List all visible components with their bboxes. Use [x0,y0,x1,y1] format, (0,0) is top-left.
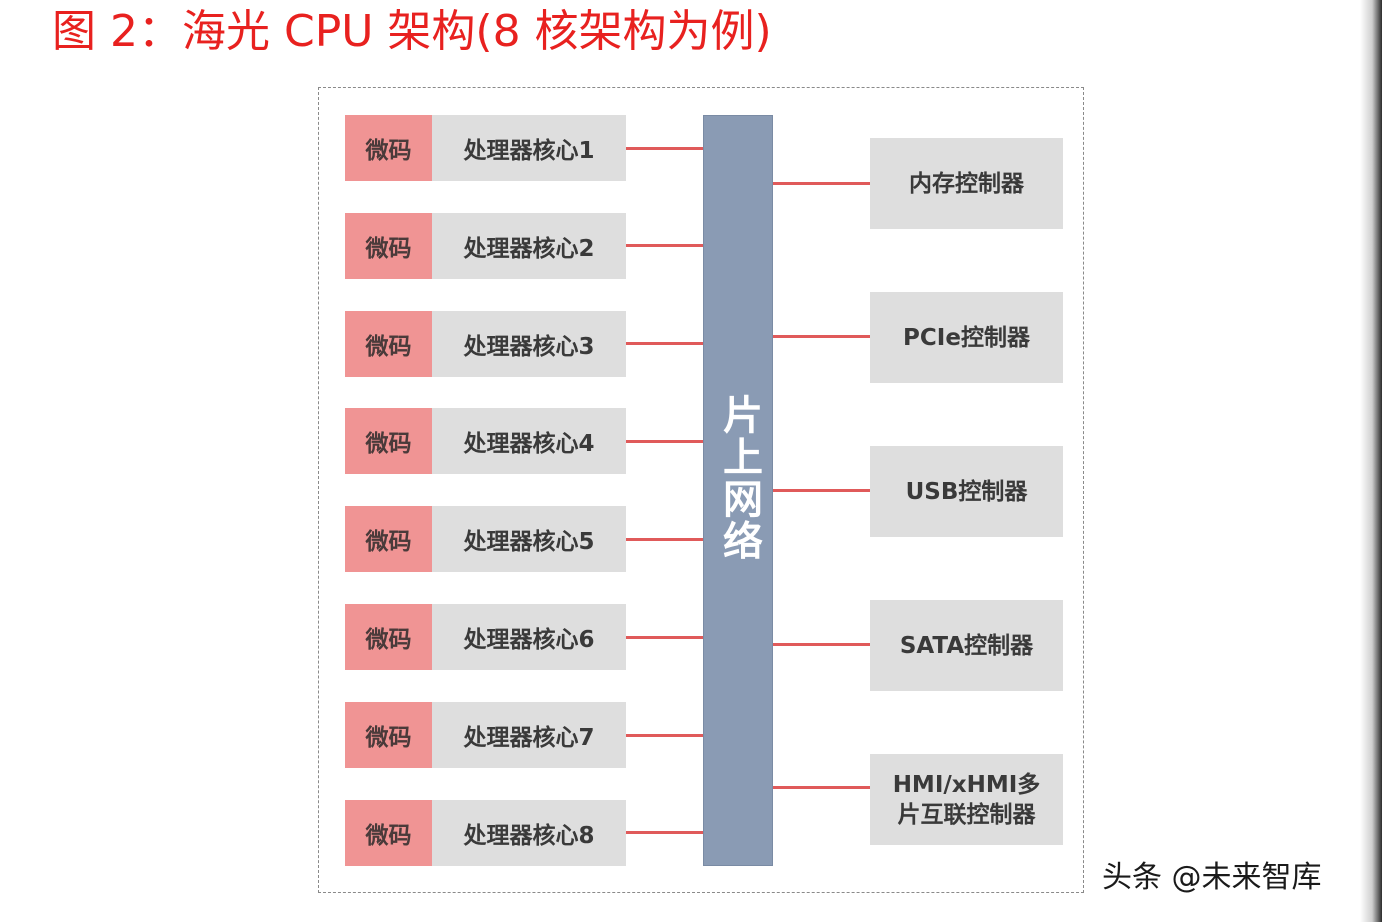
core-label: 处理器核心3 [432,311,626,377]
core-connector-2 [626,244,703,247]
figure-title: 图 2：海光 CPU 架构(8 核架构为例) [52,6,772,57]
core-connector-3 [626,342,703,345]
core-label: 处理器核心8 [432,800,626,866]
core-label: 处理器核心1 [432,115,626,181]
core-label: 处理器核心4 [432,408,626,474]
controller-connector-1 [773,182,870,185]
core-label: 处理器核心5 [432,506,626,572]
sata-controller-box: SATA控制器 [870,600,1063,691]
core-connector-8 [626,831,703,834]
core-connector-1 [626,147,703,150]
core-row-3: 微码 处理器核心3 [345,311,626,377]
core-row-2: 微码 处理器核心2 [345,213,626,279]
core-row-7: 微码 处理器核心7 [345,702,626,768]
controller-label: USB控制器 [905,478,1028,505]
network-on-chip-label: 片上网络 [716,394,762,562]
controller-label: PCIe控制器 [903,324,1030,351]
core-row-5: 微码 处理器核心5 [345,506,626,572]
core-label: 处理器核心6 [432,604,626,670]
core-connector-6 [626,636,703,639]
core-connector-4 [626,440,703,443]
interconnect-controller-box: HMI/xHMI多 片互联控制器 [870,754,1063,845]
controller-label: 内存控制器 [909,170,1024,197]
core-row-4: 微码 处理器核心4 [345,408,626,474]
controller-connector-4 [773,643,870,646]
controller-connector-5 [773,786,870,789]
microcode-box: 微码 [345,311,432,377]
controller-label: SATA控制器 [899,632,1034,659]
core-row-6: 微码 处理器核心6 [345,604,626,670]
controller-connector-3 [773,489,870,492]
microcode-box: 微码 [345,800,432,866]
core-row-1: 微码 处理器核心1 [345,115,626,181]
microcode-box: 微码 [345,604,432,670]
controller-connector-2 [773,335,870,338]
core-label: 处理器核心2 [432,213,626,279]
microcode-box: 微码 [345,213,432,279]
controller-label-line2: 片互联控制器 [897,801,1036,828]
core-connector-7 [626,734,703,737]
memory-controller-box: 内存控制器 [870,138,1063,229]
core-label: 处理器核心7 [432,702,626,768]
network-on-chip-bar: 片上网络 [703,115,773,866]
page-edge-shadow [1360,0,1382,922]
core-connector-5 [626,538,703,541]
microcode-box: 微码 [345,408,432,474]
usb-controller-box: USB控制器 [870,446,1063,537]
controller-label-line1: HMI/xHMI多 [892,771,1041,798]
microcode-box: 微码 [345,702,432,768]
source-watermark: 头条 @未来智库 [1102,860,1322,895]
pcie-controller-box: PCIe控制器 [870,292,1063,383]
core-row-8: 微码 处理器核心8 [345,800,626,866]
microcode-box: 微码 [345,115,432,181]
microcode-box: 微码 [345,506,432,572]
diagram-frame [318,87,1084,893]
